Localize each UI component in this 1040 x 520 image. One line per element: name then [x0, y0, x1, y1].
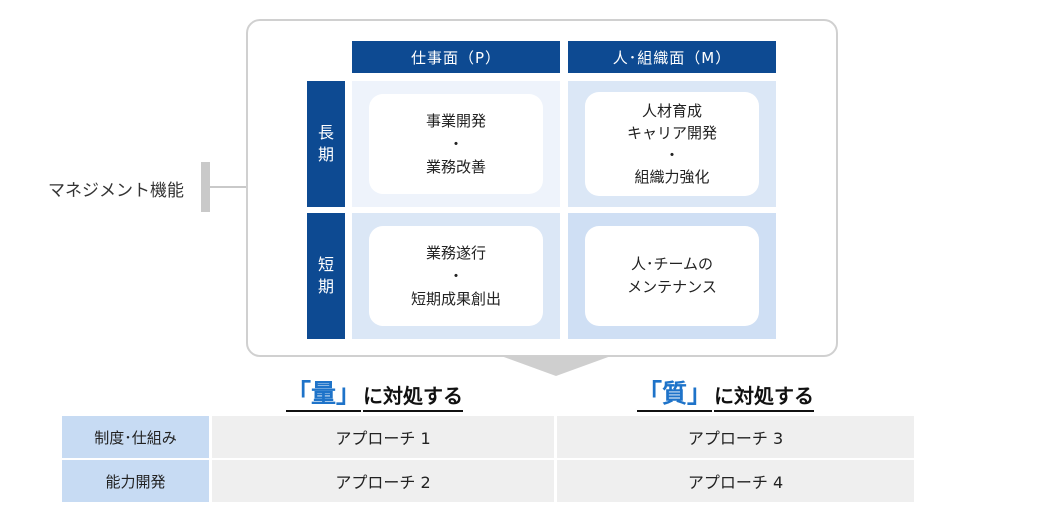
section-title-quality: 「質」 に対処する	[637, 374, 815, 412]
side-label: マネジメント機能	[48, 181, 184, 201]
cell-line: メンテナンス	[627, 278, 717, 296]
cell-line: 短期成果創出	[410, 289, 501, 308]
table-row-label-ability: 能力開発	[62, 460, 209, 502]
down-pointer-arrow	[501, 356, 611, 376]
cell-line: ・	[664, 146, 680, 164]
cell-line: 人･チームの	[630, 255, 714, 273]
cell-line: 組織力強化	[634, 168, 710, 186]
cell-line: ・	[448, 134, 464, 153]
title-rest: に対処する	[363, 380, 464, 412]
cell-line: ・	[448, 266, 464, 285]
row-header-short-term: 短期	[307, 213, 345, 339]
row-header-label: 長期	[318, 123, 335, 164]
title-highlight: 「質」	[637, 374, 713, 412]
cell-card: 事業開発 ・ 業務改善	[369, 94, 543, 194]
cell-line: 事業開発	[425, 111, 486, 130]
cell-long-work: 事業開発 ・ 業務改善	[352, 81, 560, 207]
title-rest: に対処する	[714, 380, 815, 412]
cell-card: 人材育成 キャリア開発 ・ 組織力強化	[585, 92, 759, 196]
connector-line	[210, 186, 246, 188]
column-header-people: 人･組織面（M）	[568, 41, 776, 73]
cell-line: キャリア開発	[626, 124, 717, 142]
cell-long-people: 人材育成 キャリア開発 ・ 組織力強化	[568, 81, 776, 207]
cell-line: 業務遂行	[425, 243, 486, 262]
cell-line: 人材育成	[641, 102, 702, 120]
cell-short-work: 業務遂行 ・ 短期成果創出	[352, 213, 560, 339]
side-bracket	[201, 162, 210, 212]
section-title-quantity: 「量」 に対処する	[286, 374, 464, 412]
row-header-label: 短期	[318, 255, 335, 296]
cell-short-people: 人･チームの メンテナンス	[568, 213, 776, 339]
cell-line: 業務改善	[425, 157, 486, 176]
table-cell-approach-3: アプローチ 3	[557, 416, 914, 458]
cell-card: 人･チームの メンテナンス	[585, 226, 759, 326]
row-header-long-term: 長期	[307, 81, 345, 207]
table-cell-approach-1: アプローチ 1	[212, 416, 554, 458]
table-cell-approach-4: アプローチ 4	[557, 460, 914, 502]
column-header-work: 仕事面（P）	[352, 41, 560, 73]
cell-card: 業務遂行 ・ 短期成果創出	[369, 226, 543, 326]
table-cell-approach-2: アプローチ 2	[212, 460, 554, 502]
title-highlight: 「量」	[286, 374, 362, 412]
table-row-label-system: 制度･仕組み	[62, 416, 209, 458]
